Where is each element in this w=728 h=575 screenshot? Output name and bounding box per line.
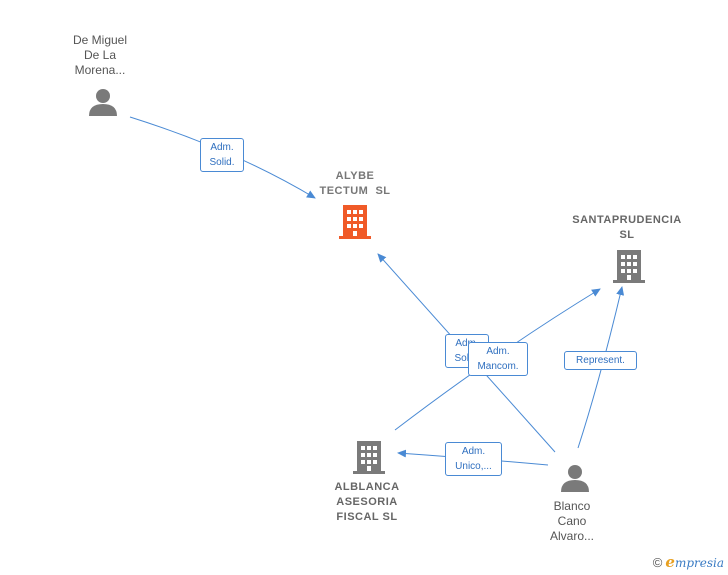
copyright-symbol: © <box>652 554 663 570</box>
node-label-alybe[interactable]: ALYBE TECTUM SL <box>319 170 391 197</box>
edge-label-adm-unico[interactable]: Adm. Unico,... <box>445 442 502 476</box>
person-icon-de-miguel[interactable] <box>89 89 117 116</box>
building-icon-alblanca[interactable] <box>353 441 385 474</box>
edge-blanco-to-santaprudencia <box>577 286 625 449</box>
building-icon-alybe[interactable] <box>339 205 371 239</box>
node-label-alblanca[interactable]: ALBLANCA ASESORIA FISCAL SL <box>334 481 400 523</box>
edge-label-adm-mancom[interactable]: Adm. Mancom. <box>468 342 528 376</box>
node-label-blanco[interactable]: Blanco Cano Alvaro... <box>549 499 594 543</box>
node-label-de-miguel[interactable]: De Miguel De La Morena... <box>72 33 128 77</box>
node-label-santaprudencia[interactable]: SANTAPRUDENCIA SL <box>572 214 682 241</box>
empresia-logo: empresia <box>665 553 724 571</box>
building-icon-santaprudencia[interactable] <box>613 250 645 283</box>
edge-label-adm-solid-de-miguel[interactable]: Adm. Solid. <box>200 138 244 172</box>
footer-brand: © empresia <box>653 553 724 571</box>
edge-label-represent[interactable]: Represent. <box>564 351 637 370</box>
person-icon-blanco[interactable] <box>561 465 589 492</box>
